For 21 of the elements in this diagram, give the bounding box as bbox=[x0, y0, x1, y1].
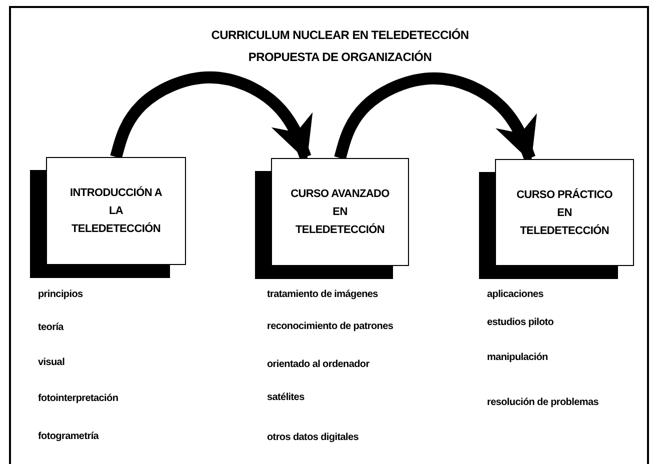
topic-text: aplicaciones bbox=[487, 289, 544, 300]
course-title: CURSO AVANZADO EN TELEDETECCIÓN bbox=[290, 187, 390, 238]
course-box bbox=[46, 157, 186, 265]
topic-text: estudios piloto bbox=[487, 317, 554, 328]
course-box bbox=[271, 158, 409, 266]
topic-text: resolución de problemas bbox=[487, 397, 598, 408]
topic-text: manipulación bbox=[487, 352, 548, 363]
topic-text: satélites bbox=[267, 392, 304, 403]
course-title: CURSO PRÁCTICO EN TELEDETECCIÓN bbox=[515, 187, 614, 238]
topic-text: principios bbox=[38, 289, 83, 300]
diagram-title: CURRICULUM NUCLEAR EN TELEDETECCIÓN PROPUESTA DE ORGANIZACIÓN bbox=[210, 27, 470, 66]
topic-text: fotogrametría bbox=[38, 431, 99, 442]
course-title: INTRODUCCIÓN A LA TELEDETECCIÓN bbox=[69, 185, 163, 237]
topic-text: fotointerpretación bbox=[38, 393, 118, 404]
topic-text: visual bbox=[38, 357, 65, 368]
topic-text: reconocimiento de patrones bbox=[267, 321, 394, 332]
topic-text: teoría bbox=[38, 322, 64, 333]
topic-text: orientado al ordenador bbox=[267, 359, 370, 370]
topic-text: otros datos digitales bbox=[267, 432, 358, 443]
course-box bbox=[495, 159, 634, 266]
topic-text: tratamiento de imágenes bbox=[267, 289, 378, 300]
